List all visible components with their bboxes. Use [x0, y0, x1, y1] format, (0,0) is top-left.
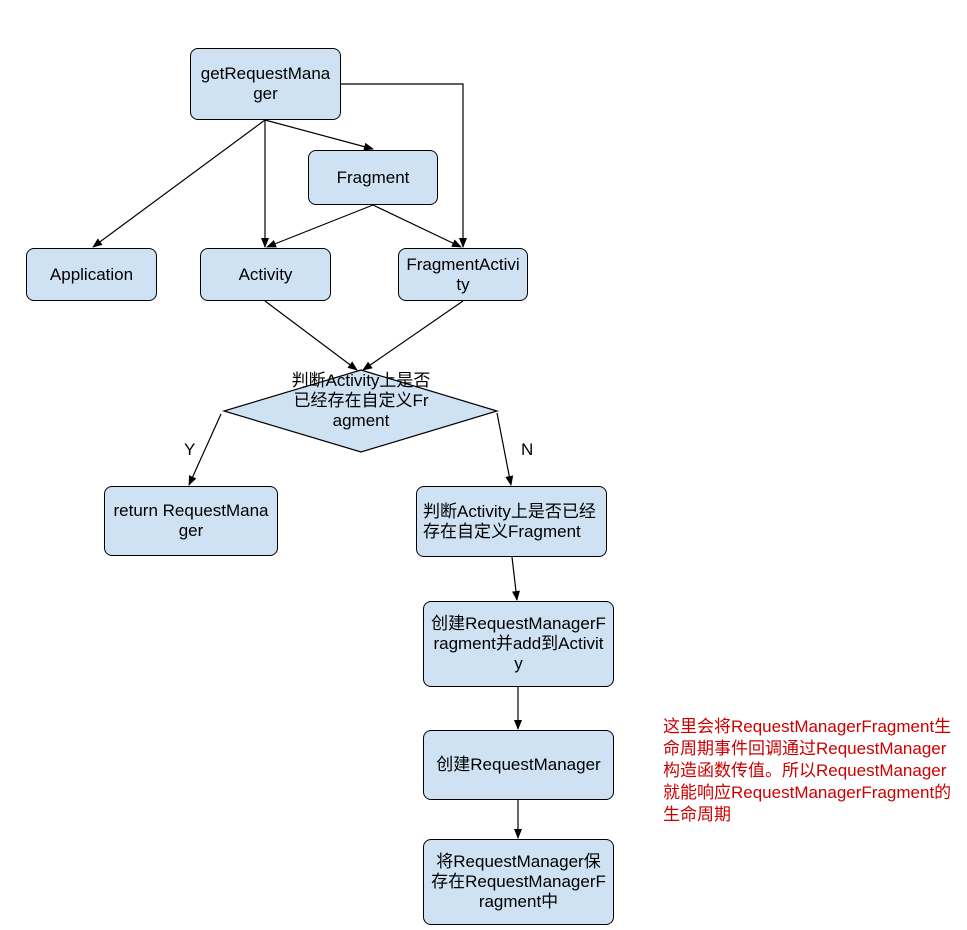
- edge-get-to-fragment: [264, 119, 374, 151]
- decision-diamond[interactable]: [221, 369, 500, 453]
- node-fragment-activity[interactable]: FragmentActivity: [398, 248, 528, 301]
- node-check-custom-fragment[interactable]: 判断Activity上是否已经存在自定义Fragment: [416, 486, 607, 557]
- node-return-request-manager[interactable]: return RequestManager: [104, 486, 278, 556]
- node-create-request-manager-fragment[interactable]: 创建RequestManagerFragment并add到Activity: [423, 601, 614, 687]
- edge-decision-no: [496, 412, 514, 486]
- yes-label: Y: [184, 440, 196, 459]
- edge-fragment-to-activity: [266, 204, 374, 248]
- node-activity[interactable]: Activity: [200, 248, 331, 301]
- node-get-request-manager[interactable]: getRequestManager: [190, 48, 341, 120]
- edge-fragment-to-fragmentactivity: [372, 204, 462, 248]
- node-fragment[interactable]: Fragment: [308, 150, 438, 205]
- edge-get-to-fragmentactivity: [341, 83, 467, 248]
- node-save-request-manager[interactable]: 将RequestManager保存在RequestManagerFragment…: [423, 839, 614, 925]
- node-application[interactable]: Application: [26, 248, 157, 301]
- edge-activity-to-decision: [264, 300, 358, 371]
- decision-label: 判断Activity上是否已经存在自定义Fragment: [291, 371, 431, 430]
- edge-get-to-application: [92, 119, 266, 248]
- edge-fragmentactivity-to-decision: [362, 300, 464, 371]
- no-label: N: [521, 440, 534, 459]
- edge-check-to-create-fragment: [511, 556, 520, 601]
- edge-decision-yes: [188, 413, 222, 486]
- node-create-request-manager[interactable]: 创建RequestManager: [423, 730, 614, 800]
- lifecycle-note: 这里会将RequestManagerFragment生命周期事件回调通过Requ…: [663, 717, 952, 824]
